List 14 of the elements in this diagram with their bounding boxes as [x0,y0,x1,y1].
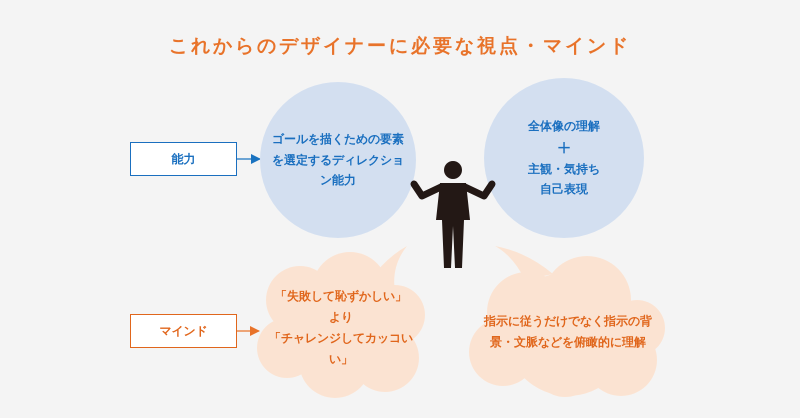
category-box: マインド [130,314,237,348]
arrow [237,326,260,336]
circle-text: ゴールを描くための要素を選定するディレクション能力 [271,131,405,190]
plus-sign: ＋ [553,136,575,159]
circle-text: 全体像の理解 [527,118,601,136]
bubble-text: 指示に従うだけでなく指示の背景・文脈などを俯瞰的に理解 [483,313,653,351]
category-box: 能力 [130,142,237,176]
bubble-text: 「失敗して恥ずかしい」 [274,288,408,305]
bubble-text: より [328,309,354,326]
bubble-text: 「チャレンジしてカッコいい」 [268,330,414,368]
circle-text: 自己表現 [539,181,589,198]
circle-text: 主観・気持ち [527,160,601,178]
arrow [237,154,261,164]
diagram-title: これからのデザイナーに必要な視点・マインド [168,34,632,59]
